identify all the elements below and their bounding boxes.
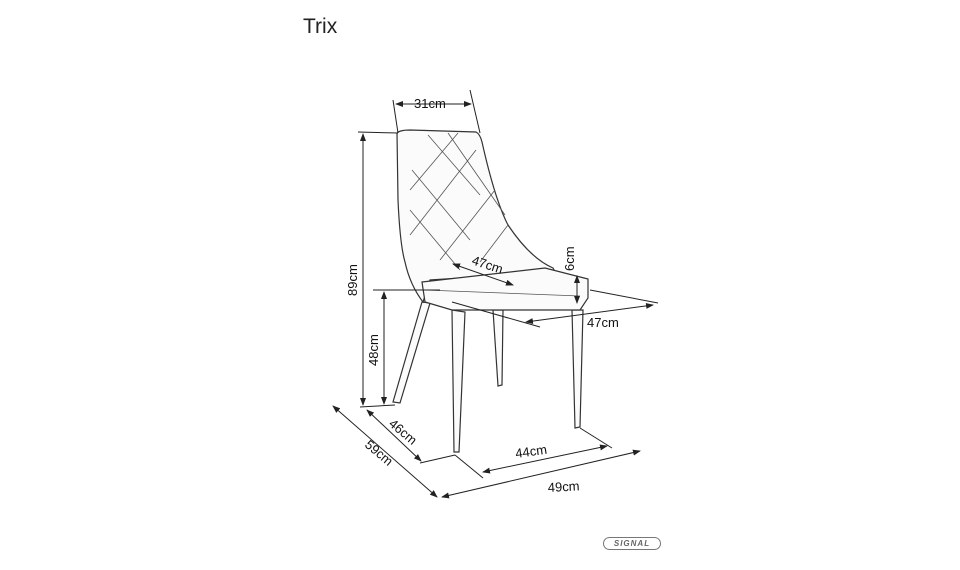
label-leg-depth: 46cm	[386, 416, 420, 448]
label-total-depth: 59cm	[362, 437, 396, 469]
front-left-leg	[451, 309, 466, 453]
label-backrest-width: 31cm	[414, 96, 446, 111]
brand-logo: SIGNAL	[603, 537, 661, 550]
label-leg-width: 44cm	[514, 442, 548, 461]
front-right-leg	[571, 309, 584, 429]
dimension-lines	[332, 89, 659, 499]
chair-drawing	[392, 129, 589, 453]
label-total-width: 49cm	[547, 478, 580, 495]
label-seat-width: 47cm	[587, 315, 619, 330]
product-title: Trix	[303, 15, 338, 38]
label-seat-thickness: 6cm	[562, 246, 577, 271]
label-total-height: 89cm	[345, 264, 360, 296]
back-right-leg	[492, 309, 504, 387]
back-left-leg	[392, 301, 431, 404]
quilting-pattern	[409, 132, 509, 271]
label-seat-height: 48cm	[366, 334, 381, 366]
